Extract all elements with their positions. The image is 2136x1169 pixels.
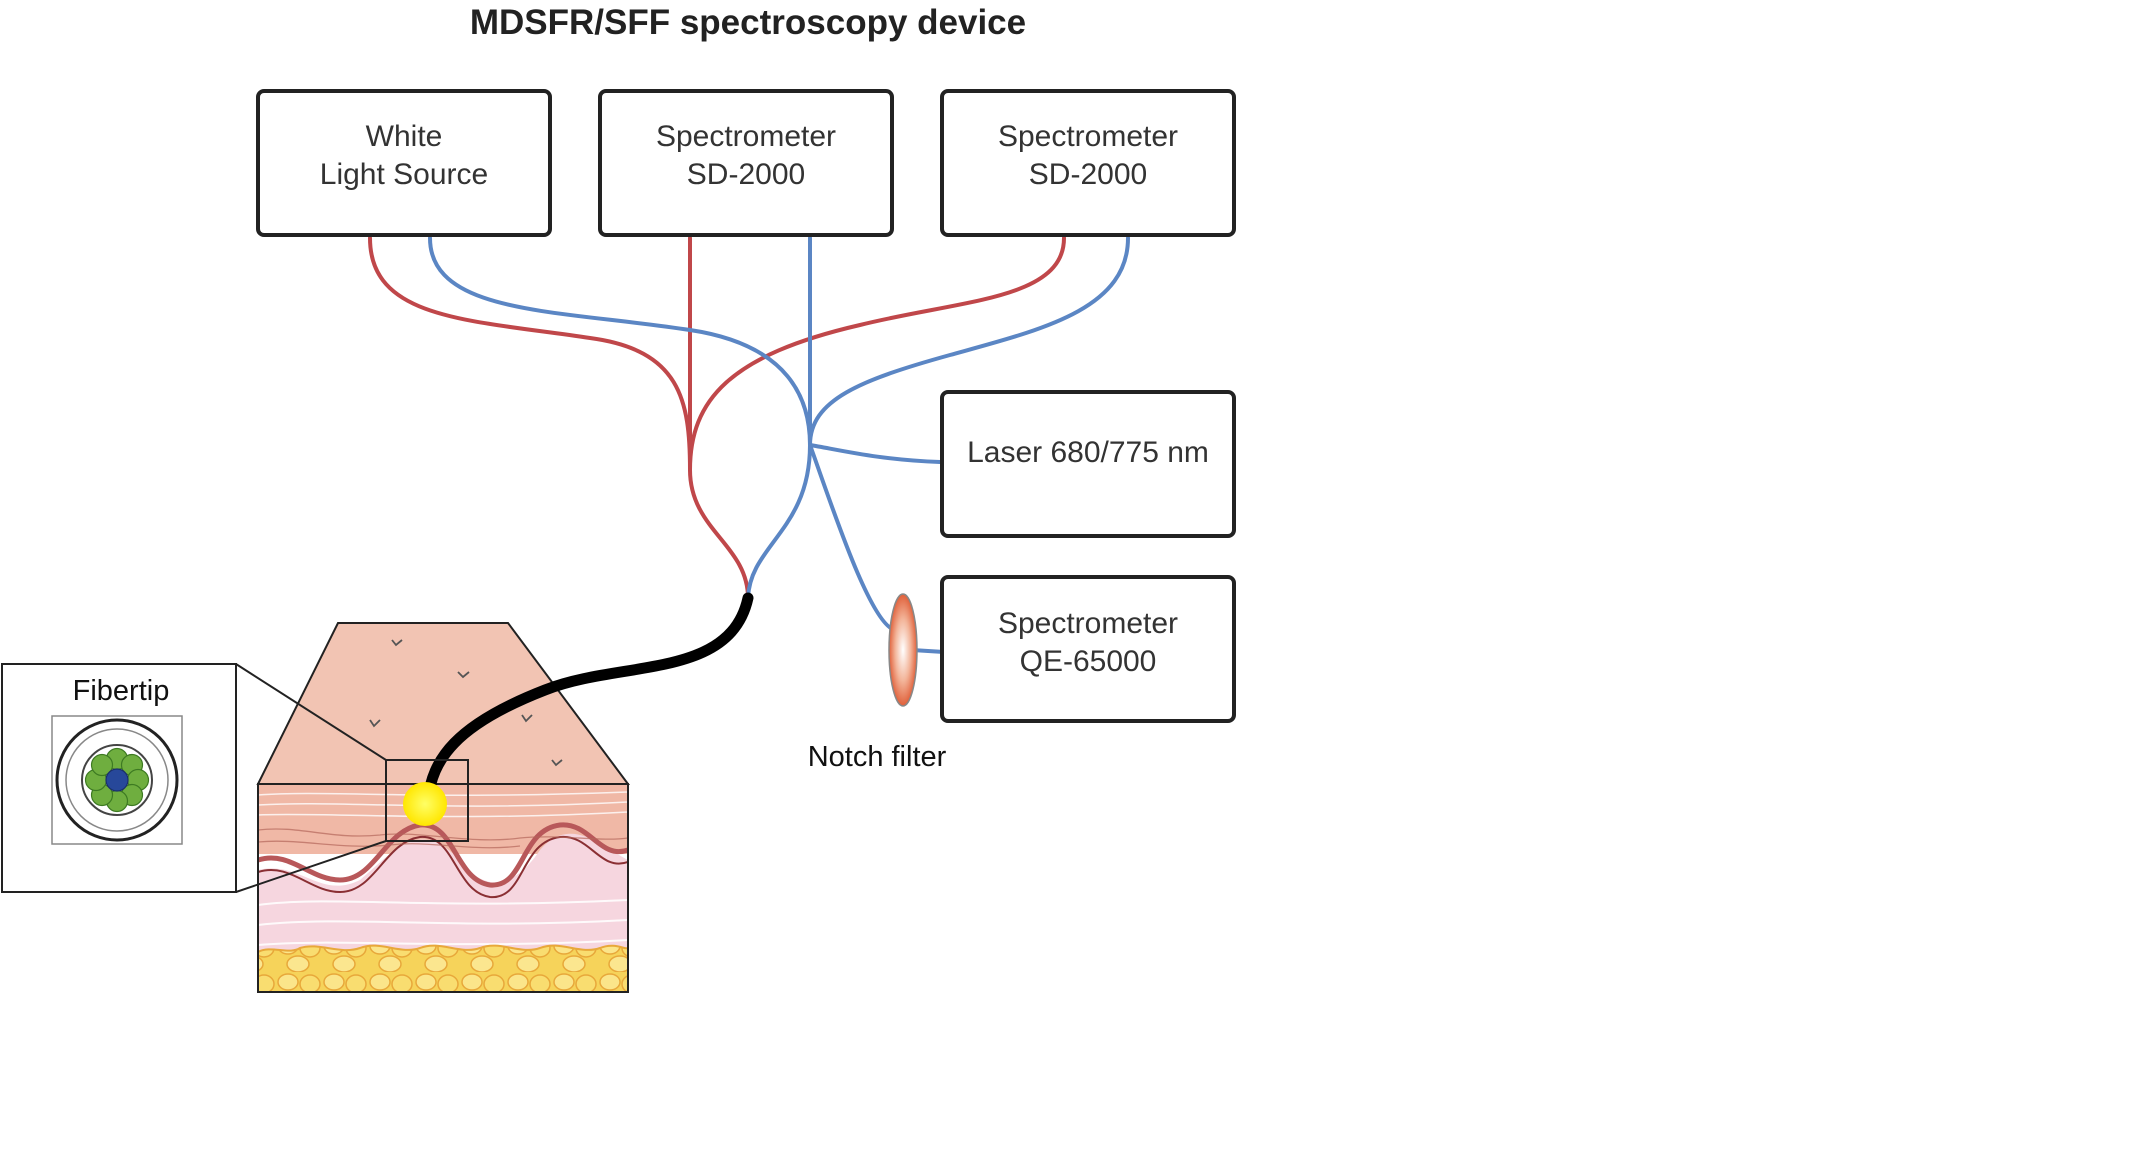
red-fiber-white-light bbox=[368, 236, 692, 472]
diagram-title: MDSFR/SFF spectroscopy device bbox=[470, 3, 1026, 42]
blue-fiber-to-probe bbox=[746, 443, 812, 600]
spectrometer-qe-line2: QE-65000 bbox=[1020, 645, 1157, 678]
fiber-bundle bbox=[368, 236, 1130, 654]
white-light-line2: Light Source bbox=[320, 158, 488, 191]
white-light-line1: White bbox=[366, 120, 443, 153]
blue-fiber-to-notch bbox=[808, 443, 897, 632]
spectrometer-qe-line1: Spectrometer bbox=[998, 607, 1178, 640]
blue-fiber-white-light bbox=[428, 236, 812, 447]
zoom-region bbox=[385, 759, 469, 842]
fibertip-label: Fibertip bbox=[73, 675, 170, 707]
laser-line1: Laser 680/775 nm bbox=[967, 436, 1209, 469]
fibertip-inset: Fibertip bbox=[1, 663, 237, 893]
spectrometer-2-line1: Spectrometer bbox=[998, 120, 1178, 153]
notch-filter-label: Notch filter bbox=[808, 741, 947, 773]
red-fiber-spectrometer-2 bbox=[688, 236, 1066, 472]
skin-tissue-icon bbox=[256, 622, 630, 993]
laser-box: Laser 680/775 nm bbox=[940, 390, 1236, 538]
zoom-line-bottom bbox=[235, 840, 387, 893]
light-spot bbox=[403, 782, 447, 826]
spectrometer-sd2000-box-2: Spectrometer SD-2000 bbox=[940, 89, 1236, 237]
fiber-cross-section-icon bbox=[51, 715, 183, 845]
zoom-line-top bbox=[235, 663, 387, 761]
red-fiber-to-probe bbox=[688, 468, 750, 600]
blue-fiber-spectrometer-2 bbox=[808, 236, 1130, 447]
white-light-source-box: White Light Source bbox=[256, 89, 552, 237]
spectrometer-qe65000-box: Spectrometer QE-65000 bbox=[940, 575, 1236, 723]
spectrometer-2-line2: SD-2000 bbox=[1029, 158, 1147, 191]
spectrometer-sd2000-box-1: Spectrometer SD-2000 bbox=[598, 89, 894, 237]
notch-filter-icon bbox=[888, 593, 918, 707]
spectrometer-1-line1: Spectrometer bbox=[656, 120, 836, 153]
spectrometer-1-line2: SD-2000 bbox=[687, 158, 805, 191]
blue-fiber-to-laser bbox=[808, 443, 942, 464]
